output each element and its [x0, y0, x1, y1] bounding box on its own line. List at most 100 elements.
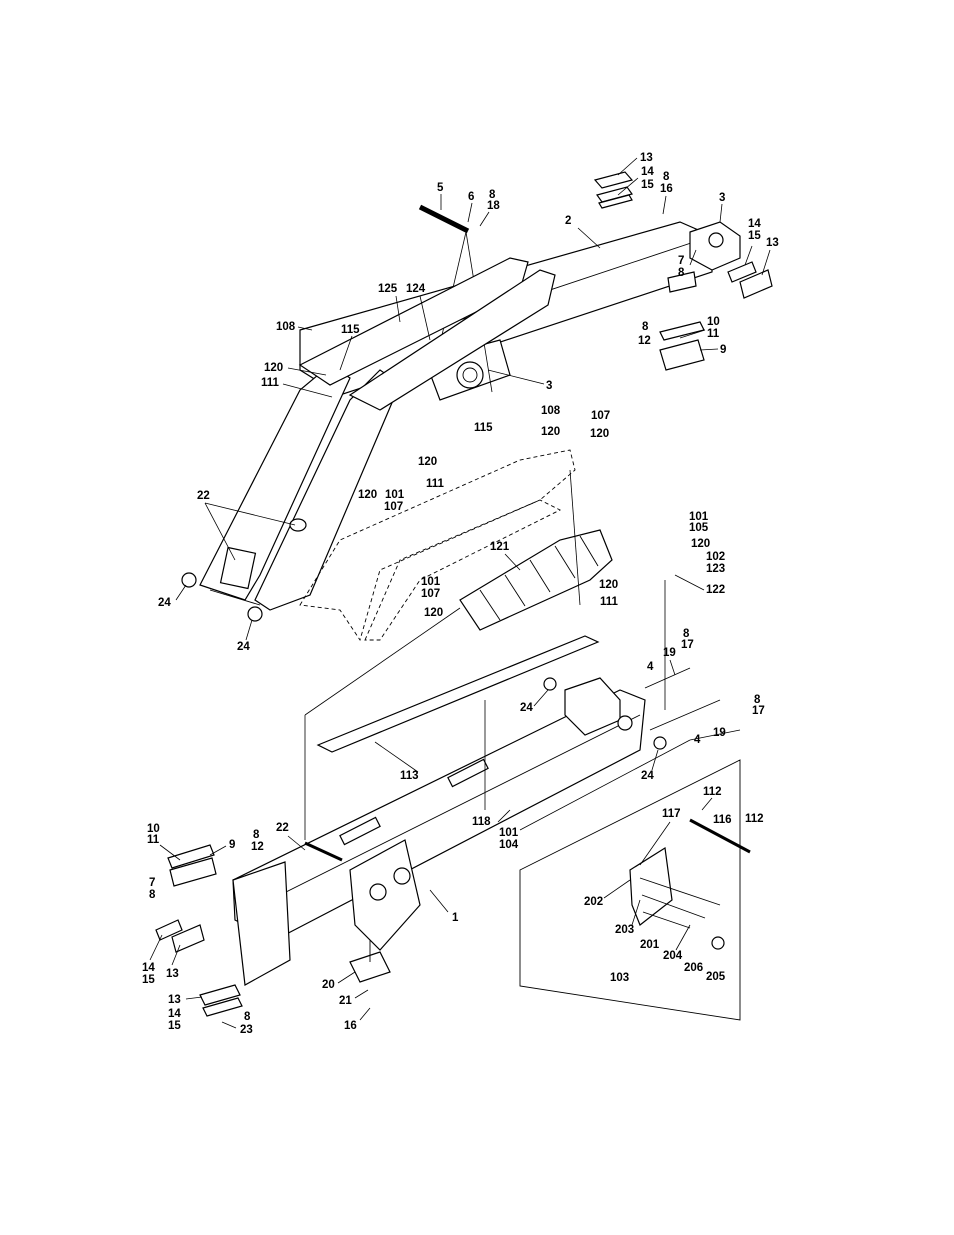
- callout-124: 124: [406, 283, 426, 295]
- carrier-link-4: [554, 545, 576, 579]
- sheave-pin-boss: [617, 715, 633, 731]
- leader-120: [287, 367, 327, 376]
- leader-9b: [209, 845, 227, 856]
- wear-pad-13-top: [593, 171, 634, 189]
- pin-116: [689, 818, 751, 854]
- bushing-24-d: [653, 736, 667, 750]
- callout-107c: 107: [421, 588, 440, 600]
- leader-7-8: [689, 249, 697, 266]
- leader-24b: [245, 619, 253, 641]
- wear-pad-10-lower: [167, 844, 215, 869]
- callout-112b: 112: [745, 813, 764, 825]
- callout-4b: 4: [694, 734, 701, 746]
- callout-17: 17: [681, 639, 694, 651]
- callout-8f: 8: [754, 694, 761, 706]
- callout-8i: 8: [244, 1011, 251, 1023]
- leader-8-16: [662, 195, 667, 215]
- wear-pad-right-1: [727, 261, 757, 283]
- callout-13c: 13: [166, 968, 179, 980]
- callout-14b: 14: [748, 218, 761, 230]
- carrier-link-3: [529, 559, 551, 593]
- callout-116: 116: [713, 814, 732, 826]
- leader-121: [504, 553, 521, 571]
- callout-11b: 11: [147, 834, 160, 846]
- callout-15: 15: [641, 179, 654, 191]
- callout-120: 120: [264, 362, 283, 374]
- wear-pad-13-bottom: [199, 984, 241, 1006]
- phantom-boom-outline: [299, 449, 576, 642]
- bushing-24-a: [181, 572, 197, 588]
- callout-14: 14: [641, 166, 654, 178]
- callout-22: 22: [197, 490, 210, 502]
- carrier-link-1: [479, 589, 501, 621]
- callout-108b: 108: [541, 405, 561, 417]
- leader-118: [497, 809, 511, 823]
- callout-8b: 8: [489, 189, 496, 201]
- leader-23: [221, 1021, 237, 1029]
- leader-2: [577, 227, 601, 249]
- jib-upper-left: [298, 257, 529, 386]
- callout-8d: 8: [642, 321, 649, 333]
- phantom-boom-lower: [364, 499, 562, 641]
- leader-122: [674, 574, 705, 591]
- callout-14d: 14: [168, 1008, 181, 1020]
- callout-22b: 22: [276, 822, 289, 834]
- leader-117: [639, 821, 671, 866]
- bushing-24-b: [247, 606, 263, 622]
- callout-13: 13: [640, 152, 653, 164]
- pin-4-a: [644, 667, 691, 689]
- pin-4-b: [649, 699, 721, 731]
- callout-8g: 8: [253, 829, 260, 841]
- callout-23: 23: [240, 1024, 253, 1036]
- callout-3b: 3: [546, 380, 552, 392]
- leader-22c: [287, 835, 306, 851]
- leader-3: [719, 203, 723, 223]
- callout-202: 202: [584, 896, 603, 908]
- carrier-link-5: [579, 535, 599, 567]
- callout-206: 206: [684, 962, 703, 974]
- callout-18: 18: [487, 200, 500, 212]
- anchor-plate-202: [629, 846, 673, 926]
- callout-103: 103: [610, 972, 629, 984]
- callout-10: 10: [707, 316, 720, 328]
- leader-13d: [185, 996, 203, 1000]
- support-pad-b: [447, 758, 489, 788]
- anchor-rod-1: [639, 877, 721, 906]
- leader-125: [395, 295, 401, 323]
- wear-pad-14-bottom: [202, 997, 243, 1017]
- jib-left-arm: [199, 364, 351, 601]
- leader-14-15b: [744, 245, 753, 266]
- align-line-2: [304, 607, 461, 716]
- leader-16: [359, 1007, 371, 1021]
- callout-8e: 8: [683, 628, 690, 640]
- jib-hole: [289, 518, 307, 532]
- leader-19: [669, 659, 676, 676]
- upper-boom-section: [181, 171, 773, 622]
- wear-pad-9-lower: [169, 857, 217, 887]
- leader-14-15c: [149, 934, 163, 961]
- callout-24d: 24: [641, 770, 654, 782]
- callout-16b: 16: [344, 1020, 357, 1032]
- lower-boom-section: [155, 635, 721, 1017]
- leader-111: [282, 383, 333, 398]
- callout-115b: 115: [474, 422, 493, 434]
- wear-pad-9: [659, 339, 705, 371]
- callout-11: 11: [707, 328, 720, 340]
- callout-8: 8: [663, 171, 670, 183]
- callout-12b: 12: [251, 841, 264, 853]
- leader-3b: [487, 369, 545, 385]
- callout-122: 122: [706, 584, 725, 596]
- callout-112: 112: [703, 786, 722, 798]
- callout-2: 2: [565, 215, 571, 227]
- leader-115: [339, 335, 353, 371]
- callout-201: 201: [640, 939, 660, 951]
- leader-203: [631, 899, 641, 926]
- leader-13c: [171, 944, 181, 966]
- wear-pad-14-lower: [155, 919, 183, 941]
- cover-plate-113: [316, 635, 600, 753]
- callout-120f: 120: [691, 538, 710, 550]
- jib-crossbar: [209, 589, 261, 606]
- callout-15c: 15: [142, 974, 155, 986]
- leader-24d: [651, 749, 659, 771]
